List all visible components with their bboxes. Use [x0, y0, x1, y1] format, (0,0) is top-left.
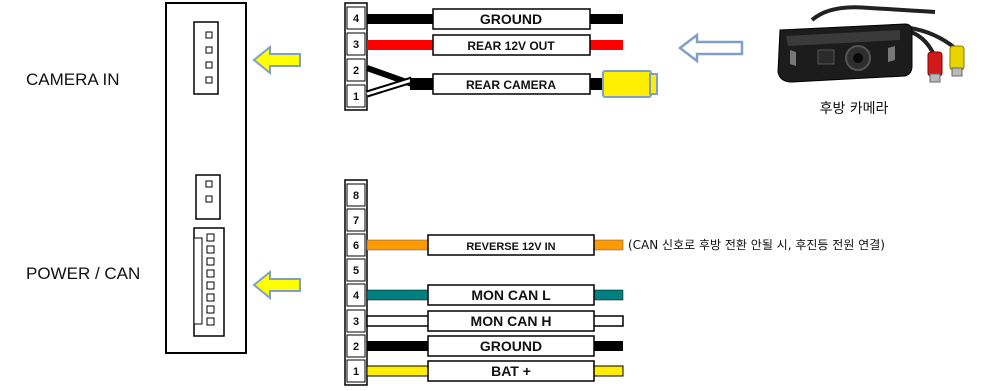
power-wire-bat-plus: BAT +	[366, 360, 624, 382]
camera-caption: 후방 카메라	[820, 101, 889, 117]
power-pin-2: 2	[353, 341, 359, 353]
power-wire-mon-can-l: MON CAN L	[366, 284, 624, 306]
camera-pin-4: 4	[353, 13, 360, 25]
power-pin-8: 8	[353, 190, 359, 202]
camera-wire-ground-label: GROUND	[480, 11, 542, 27]
camera-in-label: CAMERA IN	[26, 70, 120, 89]
unit-small-socket	[195, 174, 221, 220]
unit-camera-socket	[193, 21, 219, 95]
power-wire-reverse-12v-in: REVERSE 12V IN (CAN 신호로 후방 전환 안될 시, 후진등 …	[366, 234, 885, 256]
camera-wire-ground: GROUND	[367, 8, 623, 30]
power-can-arrow	[252, 269, 301, 301]
power-pin-3: 3	[353, 316, 359, 328]
power-wire-mon-can-l-label: MON CAN L	[471, 287, 551, 303]
rca-plug-yellow	[602, 70, 652, 98]
power-pin-7: 7	[353, 215, 359, 227]
camera-in-arrow	[252, 44, 301, 76]
power-pin-4: 4	[353, 290, 360, 302]
rear-camera-image: 후방 카메라	[777, 5, 965, 117]
camera-wire-rear-12v-out: REAR 12V OUT	[367, 34, 623, 56]
camera-source-arrow	[677, 32, 744, 64]
power-connector: 8 7 6 5 4 3 2 1	[344, 179, 368, 386]
camera-wire-rear-camera-label: REAR CAMERA	[466, 78, 556, 92]
power-wire-mon-can-h-label: MON CAN H	[471, 313, 552, 329]
power-pin-1: 1	[353, 366, 359, 378]
camera-wire-rear-camera: REAR CAMERA	[365, 65, 658, 98]
camera-wire-rear-12v-out-label: REAR 12V OUT	[467, 39, 555, 53]
camera-pin-2: 2	[353, 65, 359, 77]
power-wire-ground: GROUND	[367, 335, 623, 357]
camera-connector: 4 3 2 1	[344, 2, 368, 111]
camera-pin-1: 1	[353, 91, 359, 103]
power-wire-reverse-12v-in-label: REVERSE 12V IN	[466, 241, 555, 253]
unit-power-socket	[193, 227, 225, 337]
power-pin-6: 6	[353, 240, 359, 252]
power-wire-bat-plus-label: BAT +	[491, 363, 531, 379]
power-can-label: POWER / CAN	[26, 264, 141, 283]
reverse-note: (CAN 신호로 후방 전환 안될 시, 후진등 전원 연결)	[628, 238, 885, 252]
power-wire-ground-label: GROUND	[480, 338, 542, 354]
power-wire-mon-can-h: MON CAN H	[366, 310, 624, 332]
power-pin-5: 5	[353, 265, 359, 277]
camera-pin-3: 3	[353, 39, 359, 51]
